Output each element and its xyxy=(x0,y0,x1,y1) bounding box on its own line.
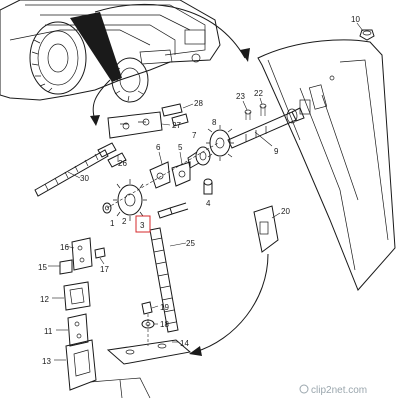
callout-12: 12 xyxy=(40,295,49,304)
part-18-washer xyxy=(141,319,158,329)
watermark-logo-icon xyxy=(299,384,309,394)
callout-27: 27 xyxy=(172,121,181,130)
callout-labels: 10 23 22 28 27 26 30 6 5 7 8 9 4 2 1 3 2… xyxy=(38,15,360,366)
callout-6: 6 xyxy=(156,143,161,152)
callout-8: 8 xyxy=(212,118,217,127)
callout-23: 23 xyxy=(236,92,245,101)
callout-9: 9 xyxy=(274,147,279,156)
watermark: clip2net.com xyxy=(299,384,367,396)
part-10-bolt xyxy=(356,22,375,41)
callout-15: 15 xyxy=(38,263,47,272)
part-25-chain xyxy=(149,227,187,333)
callout-28: 28 xyxy=(194,99,203,108)
svg-text:clip2net.com: clip2net.com xyxy=(311,385,367,396)
part-4-bolt xyxy=(203,178,213,195)
callout-3: 3 xyxy=(140,221,145,230)
callout-18: 18 xyxy=(160,320,169,329)
callout-16: 16 xyxy=(60,243,69,252)
machine-illustration xyxy=(0,0,221,103)
part-3-bolt xyxy=(157,202,189,219)
callout-4: 4 xyxy=(206,199,211,208)
highlight-box xyxy=(135,215,151,233)
callout-20: 20 xyxy=(281,207,290,216)
part-8-sprocket xyxy=(206,125,234,161)
part-26-links xyxy=(97,142,127,168)
part-11-link xyxy=(56,313,89,347)
watermark-suffix: .com xyxy=(345,385,367,396)
callout-1: 1 xyxy=(110,219,115,228)
callout-2: 2 xyxy=(122,217,127,226)
callout-5: 5 xyxy=(178,143,183,152)
part-22-pin xyxy=(259,97,267,116)
part-9-shaft xyxy=(227,99,311,149)
part-16-bracket xyxy=(65,237,93,271)
part-14-plate xyxy=(106,339,192,365)
part-28-links xyxy=(161,103,194,127)
arrow-to-plate xyxy=(194,253,269,353)
part-13-bracket xyxy=(54,339,97,391)
part-19-bolt xyxy=(141,301,159,315)
part-6-plate xyxy=(149,161,171,189)
part-20-bracket xyxy=(253,205,281,253)
callout-11: 11 xyxy=(44,327,53,336)
part-23-pin xyxy=(242,100,252,120)
callout-14: 14 xyxy=(180,339,189,348)
arrow-to-chain xyxy=(92,79,111,121)
callout-22: 22 xyxy=(254,89,263,98)
part-12-plate xyxy=(52,281,91,311)
callout-25: 25 xyxy=(186,239,195,248)
part-15-clip xyxy=(48,259,73,275)
part-2-washer xyxy=(102,202,112,214)
callout-26: 26 xyxy=(118,159,127,168)
part-5-plate xyxy=(171,161,191,187)
bottom-frame xyxy=(89,377,151,399)
callout-17: 17 xyxy=(100,265,109,274)
callout-10: 10 xyxy=(351,15,360,24)
arrow-to-panel xyxy=(94,3,246,59)
part-30-chain xyxy=(34,149,109,197)
watermark-brand: clip2net xyxy=(311,385,346,396)
part-27-link-plates xyxy=(107,111,171,139)
callout-19: 19 xyxy=(160,303,169,312)
part-7-hub xyxy=(187,146,211,169)
side-panel xyxy=(257,39,396,291)
callout-30: 30 xyxy=(80,174,89,183)
callout-13: 13 xyxy=(42,357,51,366)
callout-7: 7 xyxy=(192,131,197,140)
part-17-bolt xyxy=(94,247,106,265)
part-1-sprocket xyxy=(113,179,147,221)
